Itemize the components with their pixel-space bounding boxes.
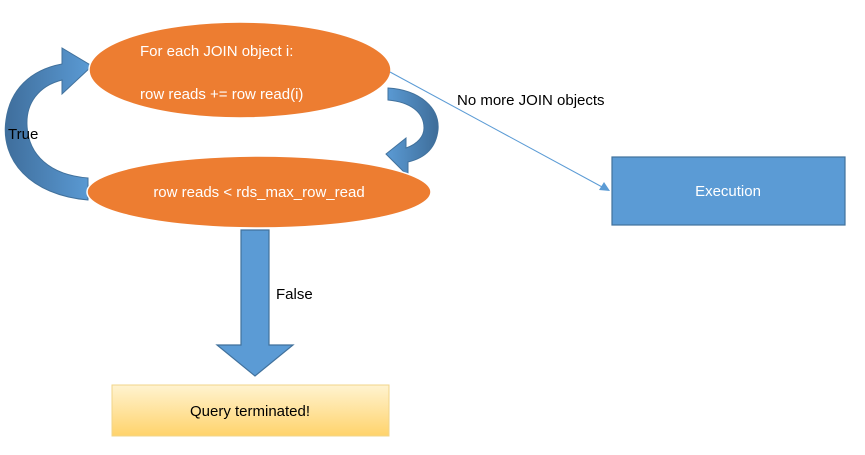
true-label: True — [8, 126, 38, 143]
check-label: row reads < rds_max_row_read — [153, 184, 364, 201]
next-step-curved-arrow — [385, 87, 439, 178]
execution-label: Execution — [695, 183, 761, 200]
loop-line-2: row reads += row read(i) — [140, 86, 303, 103]
loop-line-1: For each JOIN object i: — [140, 43, 293, 60]
false-label: False — [276, 286, 313, 303]
no-more-objects-connector — [389, 71, 610, 191]
query-terminated-box: Query terminated! — [111, 384, 390, 437]
row-read-check-ellipse: row reads < rds_max_row_read — [86, 155, 432, 229]
join-loop-ellipse: For each JOIN object i: row reads += row… — [88, 21, 392, 119]
false-down-arrow — [215, 229, 295, 377]
true-loop-arrow — [4, 47, 93, 201]
no-more-join-label: No more JOIN objects — [457, 92, 605, 109]
execution-box: Execution — [611, 156, 846, 226]
terminated-label: Query terminated! — [190, 403, 310, 420]
